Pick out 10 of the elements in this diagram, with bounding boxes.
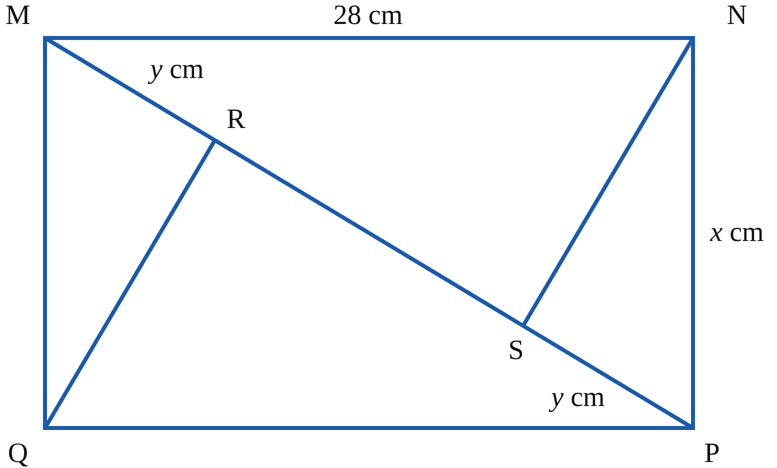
vertex-label: M — [6, 2, 30, 30]
length-label: 28 cm — [333, 2, 403, 30]
vertex-label: R — [226, 106, 246, 134]
vertex-label: Q — [8, 440, 28, 468]
length-label: x cm — [710, 219, 764, 247]
vertex-label: P — [704, 440, 720, 468]
vertex-label: N — [726, 2, 748, 30]
length-label: y cm — [551, 384, 605, 412]
length-label: y cm — [150, 56, 204, 84]
vertex-label: S — [508, 337, 524, 365]
